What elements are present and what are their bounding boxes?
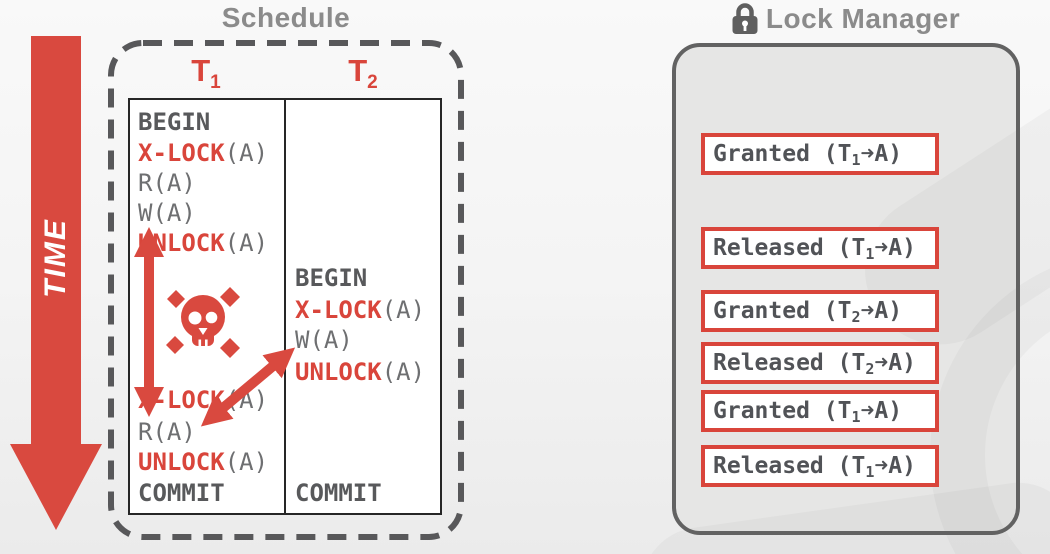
schedule-column-divider [284, 98, 286, 515]
op-t1-xlock-1: X-LOCK(A) [138, 139, 269, 167]
skull-icon [166, 287, 240, 358]
lock-manager-title-text: Lock Manager [765, 2, 961, 34]
schedule-title: Schedule [221, 2, 351, 33]
op-t2-write: W(A) [295, 326, 353, 354]
op-t1-unlock-1: UNLOCK(A) [138, 229, 269, 257]
diamond-top-right [220, 287, 240, 307]
op-t1-read-1: R(A) [138, 169, 196, 197]
lock-icon [732, 3, 758, 34]
op-t1-begin: BEGIN [138, 108, 211, 136]
op-t2-begin: BEGIN [295, 264, 368, 292]
t2-label: T [348, 53, 368, 88]
time-arrow: TIME [31, 170, 81, 345]
schedule-dashed-border [108, 40, 464, 540]
op-t2-commit: COMMIT [295, 479, 382, 507]
op-t1-unlock-2: UNLOCK(A) [138, 448, 269, 476]
t1-subscript: 1 [210, 72, 221, 93]
time-arrow-head [10, 444, 102, 530]
t2-subscript: 2 [367, 72, 378, 93]
column-header-t1: T1 [176, 53, 236, 93]
op-t1-read-2: R(A) [138, 418, 196, 446]
lock-manager-title: Lock Manager [672, 2, 1020, 35]
t1-label: T [191, 53, 211, 88]
time-label: TIME [39, 217, 73, 298]
diamond-top-left [167, 290, 185, 308]
op-t1-commit: COMMIT [138, 479, 225, 507]
diamond-bottom-right [220, 338, 240, 358]
op-t1-xlock-2: X-LOCK(A) [138, 386, 269, 414]
op-t2-xlock: X-LOCK(A) [295, 296, 426, 324]
column-header-t2: T2 [333, 53, 393, 93]
op-t2-unlock: UNLOCK(A) [295, 358, 426, 386]
time-arrow-shaft [31, 36, 81, 446]
op-t1-write: W(A) [138, 199, 196, 227]
diamond-bottom-left [166, 336, 184, 354]
